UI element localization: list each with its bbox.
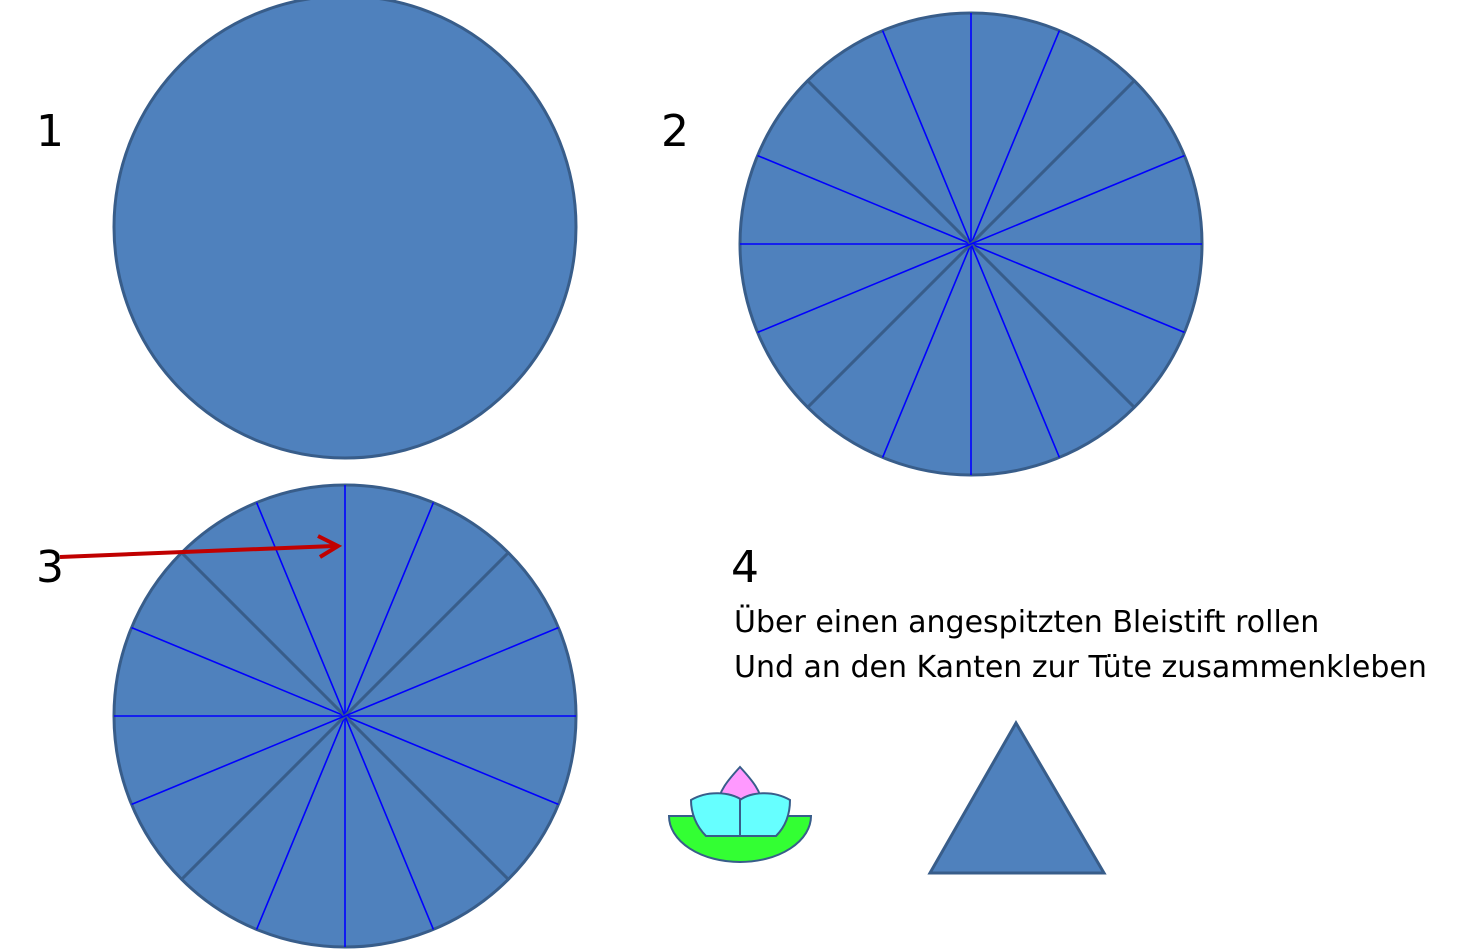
circle-step-1 <box>112 0 578 460</box>
instruction-line-2: Und an den Kanten zur Tüte zusammenklebe… <box>734 650 1427 685</box>
fold-lines-step-3 <box>114 485 576 947</box>
step-label-4: 4 <box>731 542 759 593</box>
fold-line <box>131 626 559 806</box>
lotus-flower-icon <box>667 765 813 863</box>
red-arrow-icon <box>59 534 343 559</box>
instruction-line-1: Über einen angespitzten Bleistift rollen <box>734 605 1320 640</box>
fold-lines-step-2 <box>740 13 1202 475</box>
circle-step-2 <box>738 11 1204 477</box>
step-label-2: 2 <box>661 106 689 157</box>
step-label-1: 1 <box>36 106 64 157</box>
circle-step-3 <box>112 483 578 949</box>
fold-line <box>757 154 1185 334</box>
triangle-icon <box>927 720 1107 875</box>
step-label-3: 3 <box>36 542 64 593</box>
